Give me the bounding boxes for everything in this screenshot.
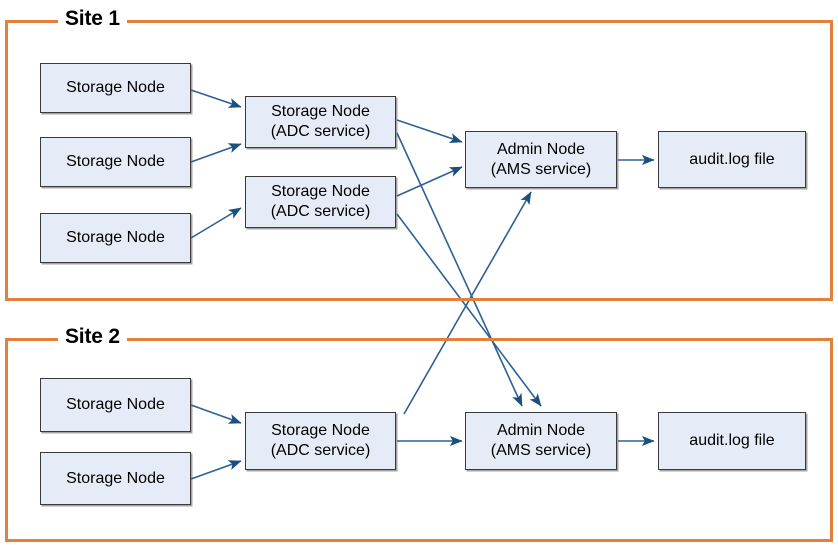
node-label-line2: (AMS service) (490, 160, 592, 178)
node-label-line1: Storage Node (271, 183, 370, 200)
admin-node-s1-admin[interactable]: Admin Node (AMS service) (465, 131, 617, 188)
storage-node-s1-sn-3[interactable]: Storage Node (40, 213, 191, 263)
node-label-line1: Admin Node (496, 140, 586, 158)
storage-node-s2-sn-1[interactable]: Storage Node (40, 378, 191, 432)
site-1-container (5, 20, 833, 301)
node-label: audit.log file (689, 432, 775, 449)
storage-node-s1-sn-2[interactable]: Storage Node (40, 137, 191, 187)
node-label-line1: Storage Node (271, 422, 370, 439)
node-label-line1: Admin Node (496, 422, 586, 439)
node-label: Storage Node (66, 79, 165, 96)
node-label: Storage Node (66, 469, 165, 487)
admin-node-s2-admin[interactable]: Admin Node (AMS service) (465, 412, 617, 470)
storage-node-s1-sn-1[interactable]: Storage Node (40, 63, 191, 113)
audit-log-file-s1[interactable]: audit.log file (658, 131, 806, 188)
node-label-line2: (ADC service) (270, 203, 371, 220)
site-2-container (5, 338, 833, 542)
node-label: Storage Node (66, 229, 165, 246)
node-label-line1: Storage Node (271, 103, 370, 120)
node-label-line2: (ADC service) (270, 123, 371, 140)
storage-node-adc-s1-adc-2[interactable]: Storage Node (ADC service) (245, 176, 396, 228)
node-label-line2: (ADC service) (270, 442, 371, 459)
site-1-label: Site 1 (58, 8, 127, 30)
storage-node-adc-s2-adc-1[interactable]: Storage Node (ADC service) (245, 412, 396, 470)
node-label: Storage Node (66, 396, 165, 413)
storage-node-adc-s1-adc-1[interactable]: Storage Node (ADC service) (245, 96, 396, 148)
node-label: audit.log file (689, 150, 775, 168)
storage-node-s2-sn-2[interactable]: Storage Node (40, 452, 191, 505)
node-label-line2: (AMS service) (490, 442, 592, 459)
audit-log-file-s2[interactable]: audit.log file (658, 412, 806, 470)
site-2-label: Site 2 (58, 326, 127, 348)
node-label: Storage Node (66, 153, 165, 170)
